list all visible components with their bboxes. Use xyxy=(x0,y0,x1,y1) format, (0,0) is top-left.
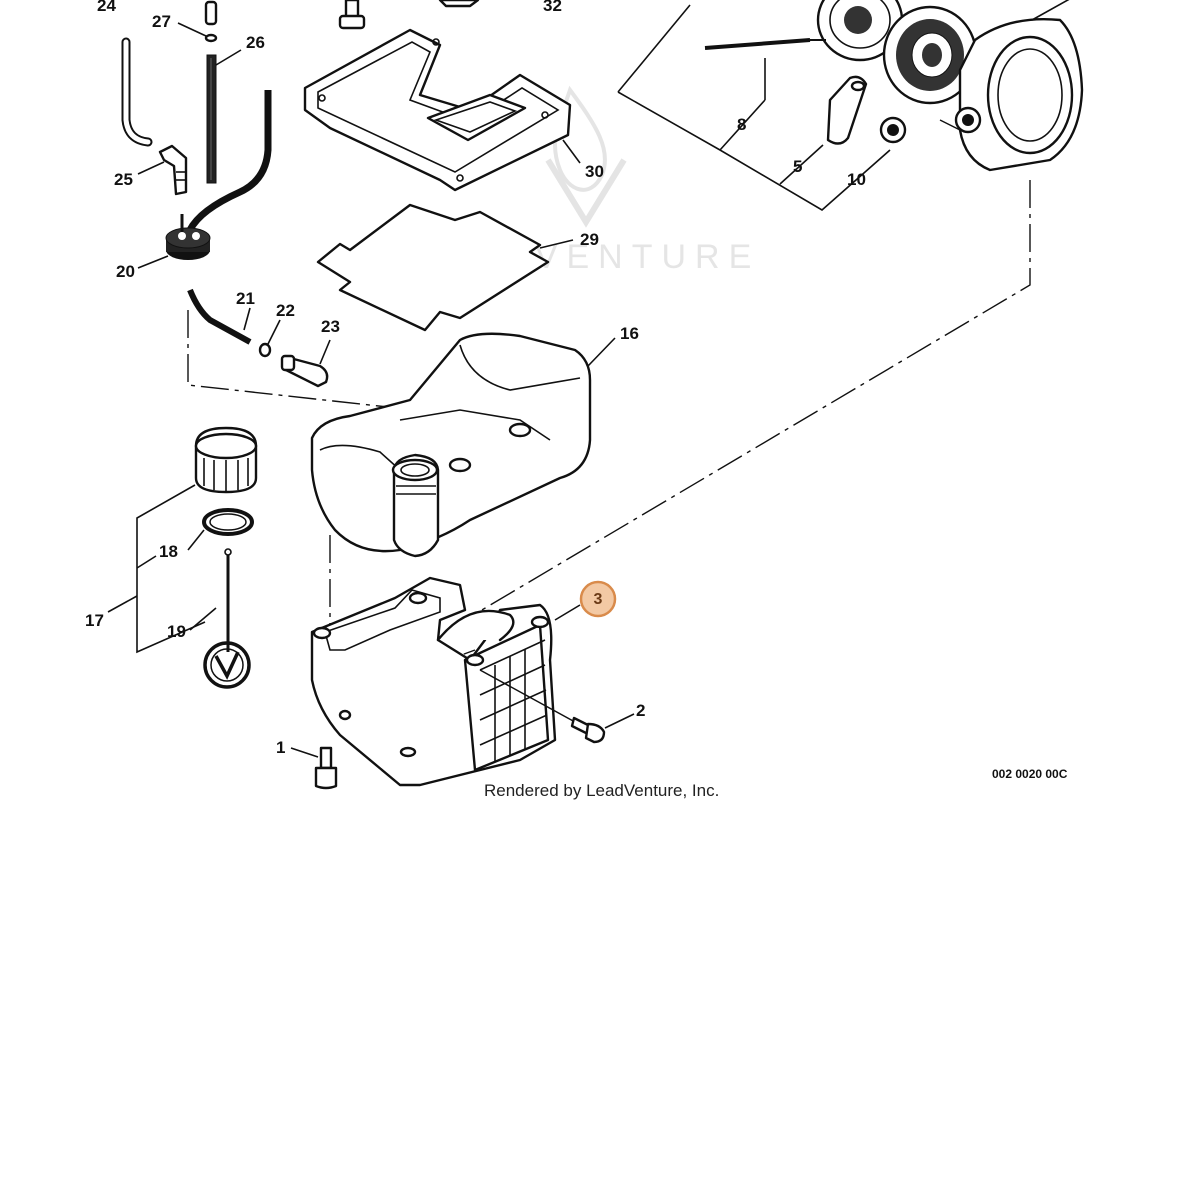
callout-19[interactable]: 19 xyxy=(167,622,186,641)
callout-8[interactable]: 8 xyxy=(737,115,746,134)
starter-spring[interactable] xyxy=(882,5,978,105)
part-21-hose[interactable] xyxy=(187,288,252,345)
starter-pulley[interactable] xyxy=(704,0,904,62)
callout-29[interactable]: 29 xyxy=(580,230,599,249)
callout-10[interactable]: 10 xyxy=(847,170,866,189)
callout-23[interactable]: 23 xyxy=(321,317,340,336)
part-16-fuel-tank[interactable] xyxy=(310,332,592,558)
callout-30[interactable]: 30 xyxy=(585,162,604,181)
part-18-seal[interactable] xyxy=(202,508,254,536)
part-5-handle[interactable] xyxy=(826,75,868,145)
callout-22[interactable]: 22 xyxy=(276,301,295,320)
leader-lines xyxy=(107,0,1070,758)
part-return-line[interactable] xyxy=(186,90,272,232)
part-27-fitting[interactable] xyxy=(204,0,218,43)
part-19-retainer[interactable] xyxy=(203,548,251,689)
callout-16[interactable]: 16 xyxy=(620,324,639,343)
callout-27[interactable]: 27 xyxy=(152,12,171,31)
callout-24[interactable]: 24 xyxy=(97,0,116,15)
part-17-cap[interactable] xyxy=(194,426,258,494)
callout-3[interactable]: 3 xyxy=(594,591,603,608)
part-20-grommet[interactable] xyxy=(165,214,211,260)
part-24-fuel-hose[interactable] xyxy=(121,37,153,147)
callout-17[interactable]: 17 xyxy=(85,611,104,630)
callout-25[interactable]: 25 xyxy=(114,170,133,189)
part-30-cover[interactable] xyxy=(303,28,572,192)
starter-housing[interactable] xyxy=(954,18,1084,172)
drawing-code: 002 0020 00C xyxy=(992,767,1068,781)
callout-20[interactable]: 20 xyxy=(116,262,135,281)
part-1-screw[interactable] xyxy=(314,746,338,790)
part-2-screw[interactable] xyxy=(479,669,606,744)
callout-2[interactable]: 2 xyxy=(636,701,645,720)
part-10-bushing[interactable] xyxy=(879,116,907,144)
part-25-elbow[interactable] xyxy=(158,144,188,196)
bracket-ribs xyxy=(479,639,548,762)
callout-labels: 24 27 26 32 25 20 21 22 23 30 29 16 8 5 … xyxy=(85,0,866,757)
callout-32[interactable]: 32 xyxy=(543,0,562,15)
part-26-fuel-line[interactable] xyxy=(206,54,217,184)
render-credit: Rendered by LeadVenture, Inc. xyxy=(484,781,719,800)
callout-18[interactable]: 18 xyxy=(159,542,178,561)
part-32-screw[interactable] xyxy=(338,0,366,30)
callout-21[interactable]: 21 xyxy=(236,289,255,308)
callout-1[interactable]: 1 xyxy=(276,738,285,757)
callout-26[interactable]: 26 xyxy=(246,33,265,52)
part-32-edge xyxy=(438,0,480,8)
part-29-gasket[interactable] xyxy=(316,203,550,332)
callout-3-highlight[interactable]: 3 xyxy=(579,580,617,618)
callout-5[interactable]: 5 xyxy=(793,157,802,176)
part-23-filter[interactable] xyxy=(280,354,329,388)
part-22-oring[interactable] xyxy=(258,342,272,358)
part-3-base-bracket[interactable] xyxy=(310,576,557,787)
